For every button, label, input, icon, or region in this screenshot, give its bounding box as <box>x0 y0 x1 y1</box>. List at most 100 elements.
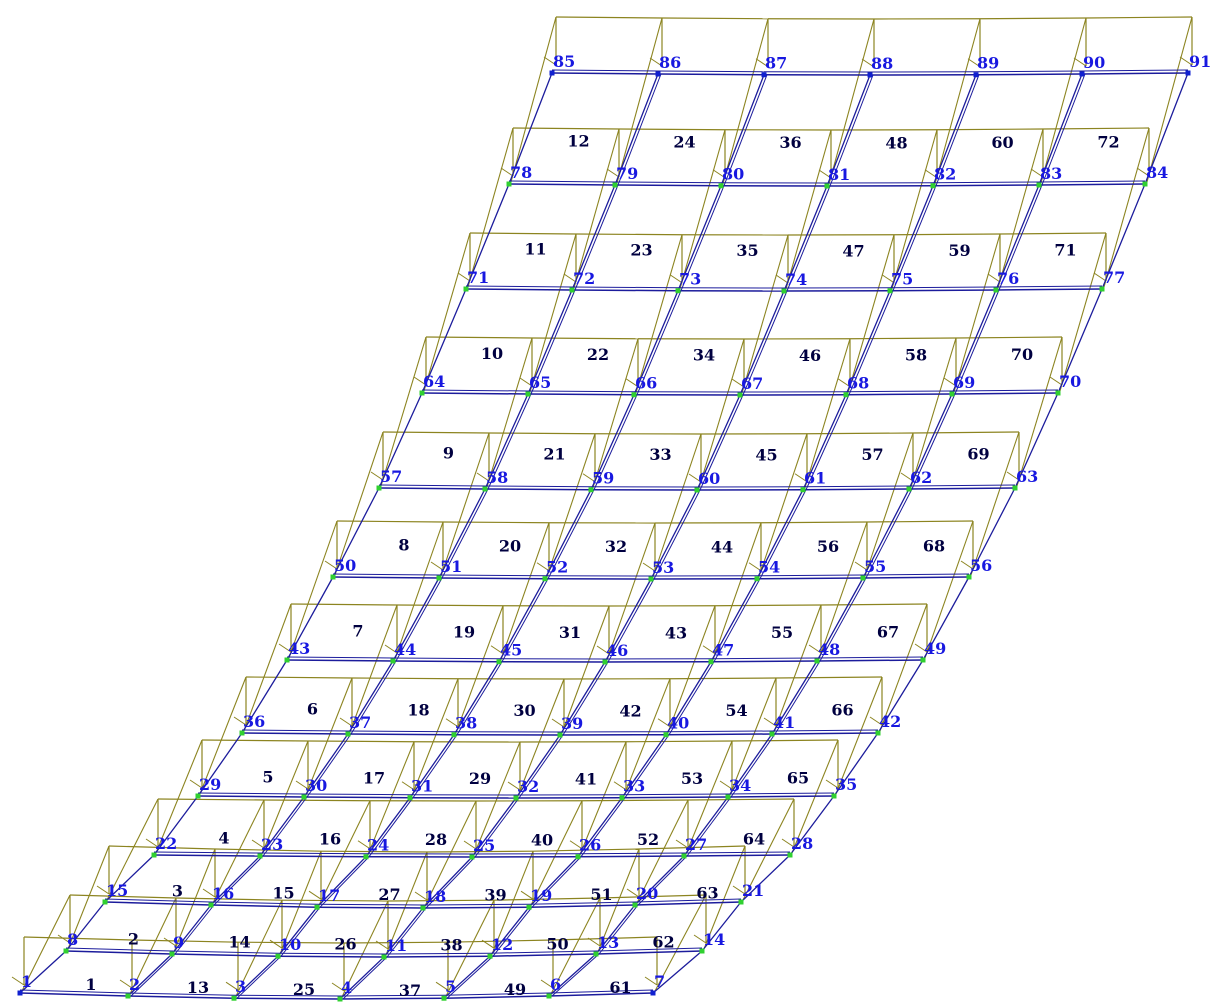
node-label: 55 <box>864 557 886 576</box>
node-marker <box>390 658 396 664</box>
longitudinal-beam-edge <box>441 488 489 579</box>
frame-diagonal <box>510 16 557 183</box>
frame-diagonal <box>654 894 707 992</box>
frame-diagonal <box>1059 232 1107 392</box>
longitudinal-beam-edge <box>774 660 821 735</box>
longitudinal-beam <box>484 393 529 490</box>
frame-diagonal <box>592 338 639 488</box>
node-marker <box>381 954 387 960</box>
node-label: 17 <box>318 886 340 905</box>
frame-top-line <box>281 899 389 902</box>
node-marker <box>930 183 936 189</box>
node-marker <box>337 996 343 1002</box>
frame-tick <box>644 976 658 986</box>
transverse-beam <box>378 487 486 490</box>
transverse-beam <box>621 796 729 799</box>
frame-top-line <box>555 16 663 19</box>
node-label: 59 <box>592 469 614 488</box>
frame-top-line <box>912 431 1020 434</box>
frame-diagonal <box>934 18 981 184</box>
frame-tick <box>582 473 596 483</box>
node-marker <box>787 852 793 858</box>
transverse-beam-edge <box>383 952 491 955</box>
node-label: 52 <box>546 558 568 577</box>
transverse-beam <box>995 288 1103 291</box>
transverse-beam <box>802 488 910 491</box>
transverse-beam-edge <box>316 903 424 906</box>
node-label: 2 <box>129 975 140 994</box>
node-label: 64 <box>423 372 445 391</box>
frame-top-line <box>955 336 1063 339</box>
node-marker <box>284 657 290 663</box>
transverse-beam <box>889 289 997 292</box>
transverse-beam <box>422 906 530 909</box>
longitudinal-beam <box>771 660 818 735</box>
element-label: 44 <box>711 538 733 557</box>
transverse-beam <box>771 732 879 735</box>
transverse-beam-edge <box>595 947 703 952</box>
node-label: 74 <box>785 270 807 289</box>
node-marker <box>169 951 175 957</box>
longitudinal-beam <box>727 733 773 798</box>
longitudinal-beam <box>104 854 155 903</box>
element-label: 20 <box>499 537 521 556</box>
node-label: 19 <box>530 886 552 905</box>
frame-tick <box>445 718 459 728</box>
frame-tick <box>384 644 398 654</box>
node-marker <box>699 948 705 954</box>
longitudinal-beam <box>833 732 879 797</box>
frame-diagonal <box>997 128 1044 289</box>
node-marker <box>195 793 201 799</box>
element-label: 24 <box>673 133 695 152</box>
element-label: 15 <box>272 884 294 903</box>
element-label: 62 <box>652 933 674 952</box>
transverse-beam-edge <box>975 70 1083 73</box>
transverse-beam-edge <box>153 851 261 854</box>
transverse-beam-edge <box>802 485 910 488</box>
frame-diagonal <box>235 899 283 997</box>
frame-top-line <box>820 603 928 606</box>
node-marker <box>738 899 744 905</box>
frame-tick <box>837 378 851 388</box>
node-label: 27 <box>685 835 707 854</box>
frame-top-line <box>23 936 133 941</box>
node-marker <box>526 904 532 910</box>
node-marker <box>875 730 881 736</box>
frame-tick <box>413 376 427 386</box>
element-label: 67 <box>877 623 899 642</box>
frame-tick <box>669 274 683 284</box>
transverse-beam-edge <box>1038 180 1146 183</box>
transverse-beam <box>508 183 616 186</box>
frame-tick <box>781 838 795 848</box>
longitudinal-beam-edge <box>574 184 619 291</box>
frame-diagonal <box>828 18 875 185</box>
transverse-beam <box>614 184 722 187</box>
element-label: 10 <box>481 344 503 363</box>
transverse-beam-edge <box>908 484 1016 487</box>
node-marker <box>655 71 661 77</box>
frame-diagonal <box>445 899 495 997</box>
node-marker <box>631 392 637 398</box>
longitudinal-beam-edge <box>819 577 867 662</box>
frame-diagonal <box>341 900 389 998</box>
element-label: 68 <box>923 537 945 556</box>
node-label: 42 <box>879 712 901 731</box>
node-label: 60 <box>698 469 720 488</box>
longitudinal-beam-edge <box>280 906 321 957</box>
node-label: 1 <box>21 972 32 991</box>
longitudinal-beam-edge <box>686 796 732 857</box>
transverse-beam-edge <box>489 950 597 954</box>
frame-diagonal <box>597 848 640 953</box>
longitudinal-beam <box>802 394 847 491</box>
frame-diagonal <box>698 338 745 489</box>
frame-diagonal <box>606 522 656 661</box>
longitudinal-beam-edge <box>935 74 980 186</box>
longitudinal-beam-edge <box>518 734 564 799</box>
frame-tick <box>731 378 745 388</box>
node-label: 73 <box>679 270 701 289</box>
node-label: 87 <box>765 54 787 73</box>
longitudinal-beam <box>889 185 934 291</box>
frame-diagonal <box>243 603 292 732</box>
frame-diagonal <box>529 233 577 393</box>
